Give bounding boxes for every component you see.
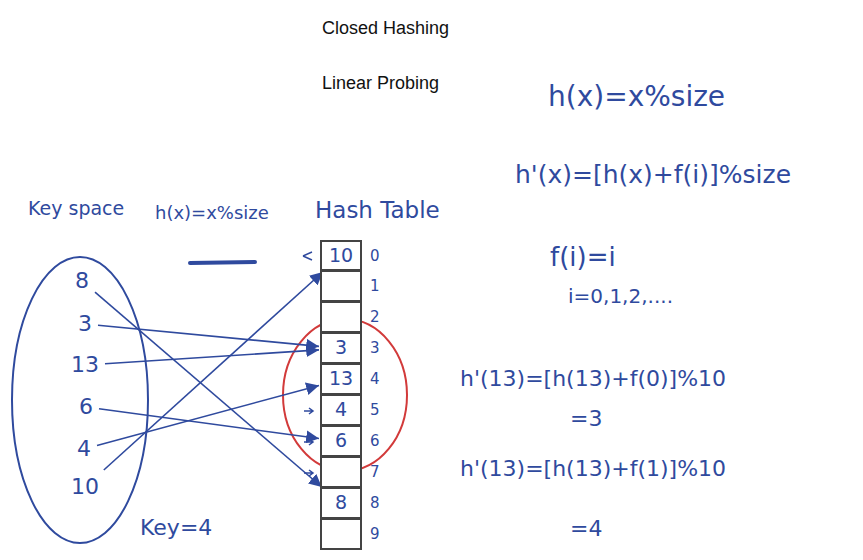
table-cell: 2 xyxy=(320,302,362,333)
key-value: 10 xyxy=(71,474,99,500)
worked-example: h'(13)=[h(13)+f(1)]%10 xyxy=(460,456,726,481)
cell-value: 6 xyxy=(322,427,360,454)
hash-arrow xyxy=(105,350,319,364)
key-value: 8 xyxy=(75,268,89,294)
cell-index: 2 xyxy=(370,308,380,326)
table-cell: 45 xyxy=(320,395,362,426)
key-value: 13 xyxy=(71,352,99,378)
table-cell: 7 xyxy=(320,457,362,488)
diagram-title: Closed Hashing xyxy=(322,18,449,39)
table-cell: 9 xyxy=(320,519,362,550)
cell-index: 0 xyxy=(370,247,380,265)
hash-arrow xyxy=(99,409,319,439)
cell-index: 5 xyxy=(370,401,380,419)
probe-formula: h'(x)=[h(x)+f(i)]%size xyxy=(515,160,791,189)
key-item: 6 xyxy=(76,393,96,421)
table-heading: Hash Table xyxy=(315,197,440,223)
hash-arrow xyxy=(97,385,319,445)
hash-formula: h(x)=x%size xyxy=(548,80,725,113)
cell-index: 1 xyxy=(370,277,380,295)
table-cell: 1 xyxy=(320,271,362,302)
cell-value: 10 xyxy=(322,242,360,269)
hash-table: Hash Table100123313445667889 xyxy=(300,195,480,555)
key-value: 4 xyxy=(77,436,91,462)
underline-mark xyxy=(190,262,255,263)
key-value: 3 xyxy=(78,311,92,337)
cell-index: 3 xyxy=(370,339,380,357)
worked-example: h'(13)=[h(13)+f(0)]%10 xyxy=(460,366,726,391)
subtitle: Linear Probing xyxy=(322,73,439,94)
key-item: 10 xyxy=(68,473,102,501)
cell-value: 13 xyxy=(322,365,360,392)
cell-value: 8 xyxy=(322,489,360,516)
table-cell: 66 xyxy=(320,426,362,457)
key-note: Key=4 xyxy=(140,515,212,540)
hash-arrow xyxy=(98,325,319,346)
example-result: =3 xyxy=(570,406,602,431)
key-space-heading: Key space xyxy=(28,197,124,219)
cell-value: 4 xyxy=(322,396,360,423)
cell-index: 7 xyxy=(370,463,380,481)
probe-function: f(i)=i xyxy=(550,242,616,272)
key-item: 3 xyxy=(75,310,95,338)
hash-arrow xyxy=(95,292,322,487)
key-value: 6 xyxy=(79,394,93,420)
hash-arrow xyxy=(104,272,323,470)
key-space: Key space83136410 xyxy=(10,255,150,545)
cell-value: 3 xyxy=(322,334,360,361)
index-range: i=0,1,2,.... xyxy=(568,284,673,308)
probe-circle xyxy=(283,319,407,471)
example-result: =4 xyxy=(570,516,602,541)
table-cell: 33 xyxy=(320,333,362,364)
key-item: 4 xyxy=(74,435,94,463)
cell-index: 8 xyxy=(370,494,380,512)
table-cell: 88 xyxy=(320,488,362,519)
table-cell: 134 xyxy=(320,364,362,395)
table-cell: 100 xyxy=(320,240,362,271)
cell-index: 9 xyxy=(370,525,380,543)
cell-index: 4 xyxy=(370,370,380,388)
key-item: 8 xyxy=(72,267,92,295)
hash-formula: h(x)=x%size xyxy=(155,202,269,223)
cell-index: 6 xyxy=(370,432,380,450)
key-item: 13 xyxy=(68,351,102,379)
